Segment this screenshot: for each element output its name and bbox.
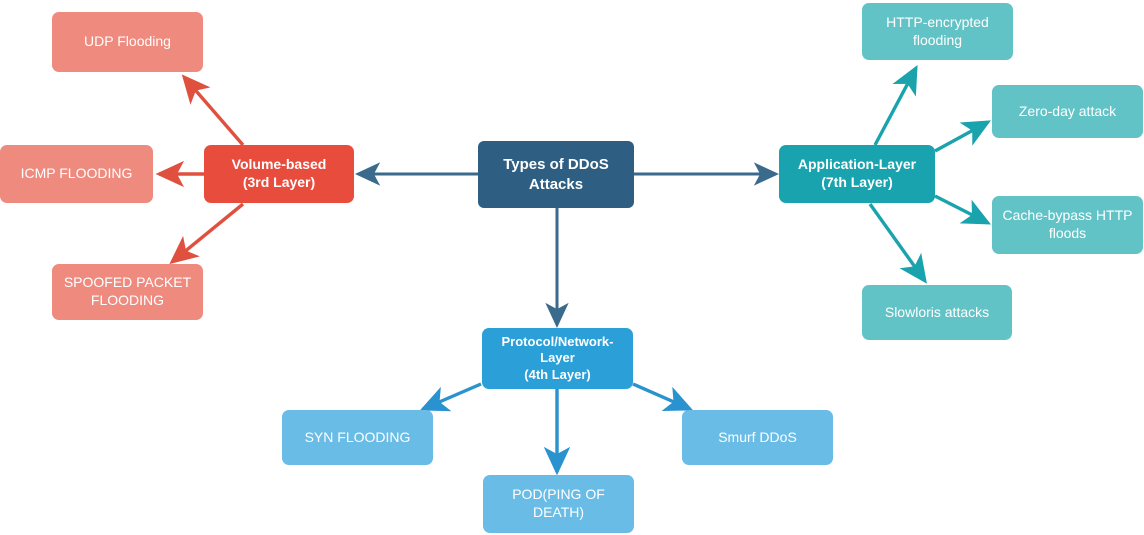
node-application-layer[interactable]: Application-Layer (7th Layer) bbox=[779, 145, 935, 203]
node-label: Slowloris attacks bbox=[884, 303, 990, 320]
node-cache-bypass-http-floods[interactable]: Cache-bypass HTTP floods bbox=[992, 196, 1143, 254]
node-label: HTTP-encrypted flooding bbox=[886, 13, 989, 48]
edge-protocol-to-syn-flooding bbox=[419, 382, 482, 412]
edge-application-to-cache-bypass-http-floods bbox=[934, 194, 992, 225]
node-zero-day-attack[interactable]: Zero-day attack bbox=[992, 85, 1143, 138]
edge-volume-to-udp-flooding bbox=[181, 74, 245, 147]
node-label: UDP Flooding bbox=[84, 33, 171, 50]
node-label: Volume-based (3rd Layer) bbox=[231, 156, 327, 190]
node-udp-flooding[interactable]: UDP Flooding bbox=[52, 12, 203, 72]
node-label: ICMP FLOODING bbox=[20, 165, 133, 182]
node-volume-based[interactable]: Volume-based (3rd Layer) bbox=[204, 145, 354, 203]
node-icmp-flooding[interactable]: ICMP FLOODING bbox=[0, 145, 153, 203]
node-label: Types of DDoS Attacks bbox=[503, 156, 609, 193]
node-spoofed-packet-flooding[interactable]: SPOOFED PACKET FLOODING bbox=[52, 264, 203, 320]
edge-application-to-zero-day-attack bbox=[934, 120, 991, 153]
node-syn-flooding[interactable]: SYN FLOODING bbox=[282, 410, 433, 465]
node-pod-ping-of-death[interactable]: POD(PING OF DEATH) bbox=[483, 475, 634, 533]
node-label: Application-Layer (7th Layer) bbox=[797, 156, 917, 190]
node-label: Cache-bypass HTTP floods bbox=[1002, 207, 1133, 241]
node-protocol-network-layer[interactable]: Protocol/Network- Layer (4th Layer) bbox=[482, 328, 633, 389]
edge-protocol-to-smurf-ddos bbox=[632, 382, 694, 412]
node-label: SPOOFED PACKET FLOODING bbox=[63, 274, 192, 308]
node-label: POD(PING OF DEATH) bbox=[512, 486, 605, 520]
node-smurf-ddos[interactable]: Smurf DDoS bbox=[682, 410, 833, 465]
node-http-encrypted-flooding[interactable]: HTTP-encrypted flooding bbox=[862, 3, 1013, 60]
node-label: SYN FLOODING bbox=[304, 428, 411, 445]
edge-application-to-http-encrypted-flooding bbox=[873, 64, 918, 146]
node-slowloris-attacks[interactable]: Slowloris attacks bbox=[862, 285, 1012, 340]
node-label: Protocol/Network- Layer (4th Layer) bbox=[501, 333, 614, 382]
node-root-types-of-ddos-attacks[interactable]: Types of DDoS Attacks bbox=[478, 141, 634, 208]
node-label: Smurf DDoS bbox=[718, 428, 797, 445]
edge-application-to-slowloris-attacks bbox=[868, 203, 927, 284]
node-label: Zero-day attack bbox=[1018, 102, 1117, 119]
edge-volume-to-spoofed-packet-flooding bbox=[169, 202, 245, 265]
